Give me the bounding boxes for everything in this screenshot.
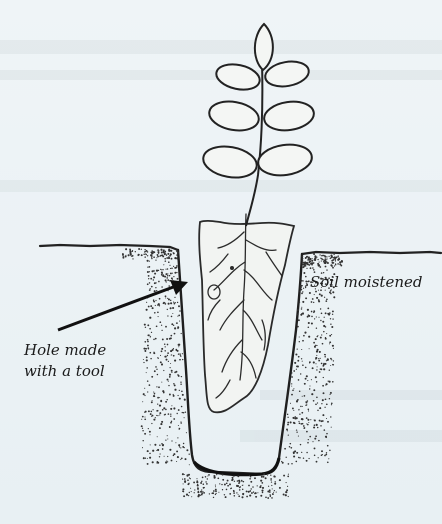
ground-line-right [302, 252, 441, 254]
top-leaf [255, 24, 273, 70]
hole-pointer-arrow [58, 286, 176, 330]
soil-moistened-label: Soil moistened [310, 272, 422, 293]
hole-label-line2: with a tool [24, 361, 106, 382]
hole-label: Hole made with a tool [24, 340, 106, 382]
ground-line-left [40, 245, 178, 250]
hole-label-line1: Hole made [24, 340, 106, 361]
root-ball [199, 221, 294, 412]
pebble [230, 266, 234, 270]
